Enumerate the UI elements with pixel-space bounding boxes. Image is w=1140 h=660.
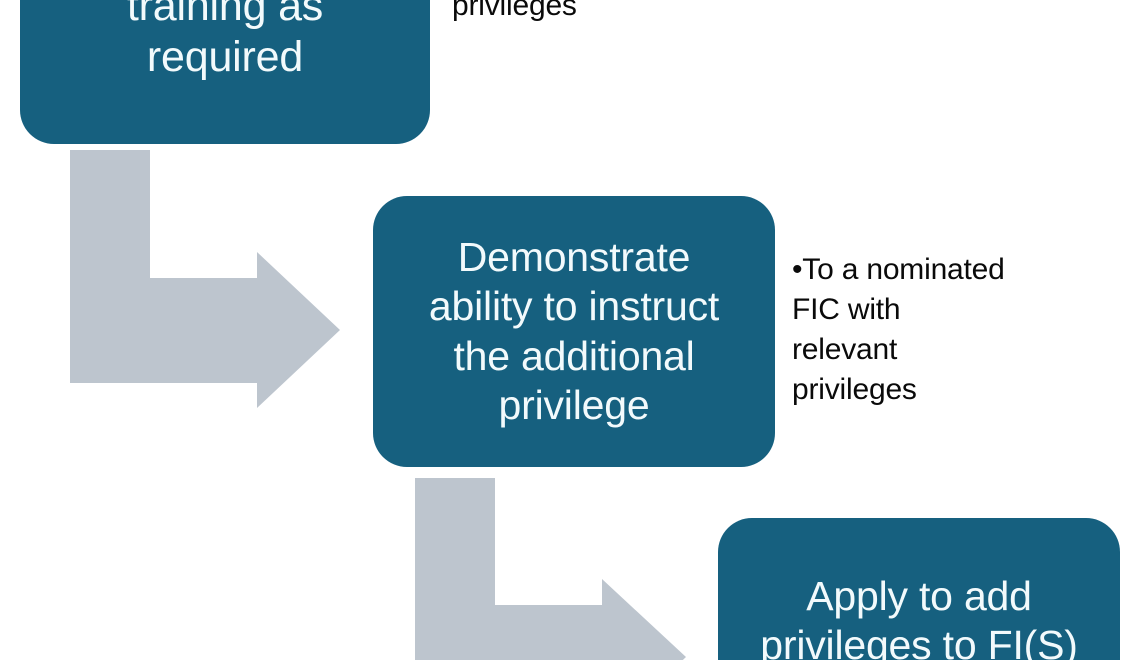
callout-mid-text: •To a nominated FIC with relevant privil… (792, 253, 1005, 406)
process-box-demonstrate[interactable]: Demonstrate ability to instruct the addi… (373, 196, 775, 467)
callout-with-relevant-privileges: with relevant privileges (452, 0, 752, 26)
process-box-training-label: training as required (126, 0, 324, 82)
elbow-arrow-down-right-icon (415, 478, 686, 660)
callout-nominated-fic: •To a nominated FIC with relevant privil… (792, 250, 1082, 410)
callout-top-text: with relevant privileges (452, 0, 577, 22)
process-box-training[interactable]: training as required (20, 0, 430, 144)
process-box-demonstrate-label: Demonstrate ability to instruct the addi… (428, 234, 720, 428)
process-box-apply-label: Apply to add privileges to FI(S) (760, 573, 1078, 660)
process-box-apply[interactable]: Apply to add privileges to FI(S) (718, 518, 1120, 660)
elbow-arrow-down-right-icon (70, 150, 340, 408)
